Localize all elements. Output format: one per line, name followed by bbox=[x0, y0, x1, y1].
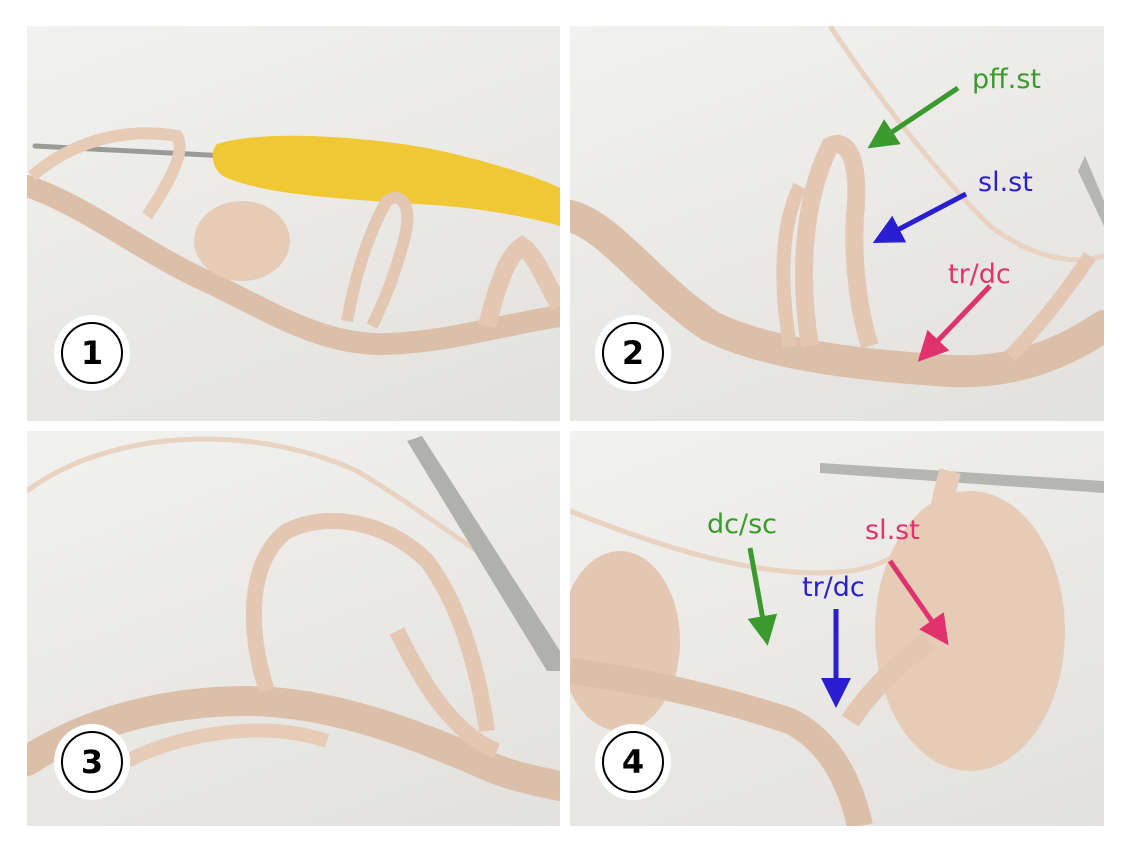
label-tr-dc: tr/dc bbox=[948, 259, 1011, 290]
yarn-loop bbox=[245, 513, 495, 733]
yarn-loop bbox=[123, 723, 330, 768]
step-3-photo: 3 bbox=[27, 431, 560, 826]
label-tr-dc: tr/dc bbox=[802, 572, 865, 603]
hook-handle bbox=[212, 135, 560, 226]
hook-shaft bbox=[407, 436, 560, 671]
yarn-loop bbox=[776, 182, 807, 348]
yarn-chain bbox=[570, 200, 1104, 388]
yarn-loop bbox=[389, 627, 501, 759]
yarn-puff bbox=[194, 201, 290, 281]
label-sl-st: sl.st bbox=[865, 515, 920, 546]
yarn-chain bbox=[841, 632, 936, 727]
crochet-photo-step-1 bbox=[27, 127, 560, 356]
yarn-strand bbox=[827, 26, 1104, 263]
step-number-badge: 2 bbox=[595, 315, 671, 391]
yarn-loop bbox=[795, 135, 879, 349]
yarn-loop bbox=[341, 191, 414, 329]
hook-tip bbox=[1078, 156, 1104, 226]
label-sl-st: sl.st bbox=[978, 167, 1033, 198]
hook-shaft bbox=[820, 463, 1104, 493]
step-number-badge: 3 bbox=[54, 724, 130, 800]
step-2-photo: pff.st sl.st tr/dc 2 bbox=[570, 26, 1104, 421]
step-number: 1 bbox=[61, 322, 123, 384]
label-pff-st: pff.st bbox=[972, 64, 1041, 95]
crochet-photo-step-2 bbox=[570, 26, 1104, 388]
yarn-loop bbox=[1005, 252, 1096, 361]
crochet-photo-step-3 bbox=[27, 436, 560, 801]
yarn-loop bbox=[28, 127, 186, 220]
step-number: 3 bbox=[61, 731, 123, 793]
yarn-loop bbox=[478, 235, 560, 329]
step-4-photo: dc/sc tr/dc sl.st 4 bbox=[570, 431, 1104, 826]
step-number-badge: 1 bbox=[54, 315, 130, 391]
step-number-badge: 4 bbox=[595, 724, 671, 800]
step-1-photo: 1 bbox=[27, 26, 560, 421]
yarn-chain bbox=[570, 658, 873, 826]
step-number: 2 bbox=[602, 322, 664, 384]
yarn-chain bbox=[27, 685, 560, 801]
yarn-chain bbox=[27, 175, 560, 356]
yarn-strand bbox=[27, 436, 479, 554]
yarn-loop bbox=[924, 468, 961, 594]
label-dc-sc: dc/sc bbox=[707, 509, 777, 540]
step-number: 4 bbox=[602, 731, 664, 793]
yarn-flower bbox=[570, 551, 680, 731]
